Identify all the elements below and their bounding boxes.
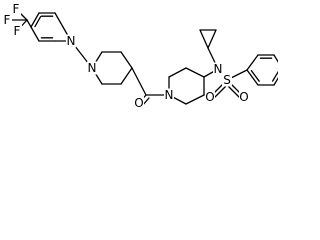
carbonyl-oxygen-label: O (134, 96, 143, 110)
pyridine-nitrogen-label: N (67, 34, 76, 48)
fluorine-label: F (14, 24, 21, 38)
sulfonamide-nitrogen-label: N (214, 62, 223, 76)
single-bond (246, 69, 259, 86)
single-bond (30, 26, 40, 42)
atom-label-background (2, 13, 12, 27)
single-bond (273, 54, 278, 63)
single-bond (131, 67, 147, 96)
single-bond (207, 29, 217, 49)
single-bond (26, 19, 32, 28)
single-bond (120, 67, 133, 85)
atom-label-background (66, 34, 76, 48)
piperidine-nitrogen-label: N (88, 61, 97, 75)
fluorine-label: F (13, 2, 20, 16)
double-bond-inner (250, 70, 260, 82)
double-bond-inner (34, 16, 42, 28)
sulfonyl-oxygen-label: O (205, 90, 214, 104)
bond-lines (6, 8, 278, 107)
single-bond (199, 29, 209, 49)
single-bond (168, 67, 187, 78)
single-bond (246, 54, 259, 71)
single-bond (54, 12, 64, 28)
atom-label-background (239, 90, 249, 104)
single-bond (273, 77, 278, 86)
piperidine-nitrogen-label: N (165, 88, 174, 102)
atom-label-background (11, 2, 21, 16)
sulfonyl-oxygen-label: O (239, 90, 248, 104)
atom-label-background (134, 96, 144, 110)
atom-label-background (222, 73, 232, 87)
single-bond (185, 67, 205, 78)
atom-label-background (164, 88, 174, 102)
atom-label-background (12, 24, 22, 38)
fluorine-label: F (4, 13, 11, 27)
atom-label-background (205, 90, 215, 104)
atom-label-background (213, 62, 223, 76)
atom-label-background (87, 61, 97, 75)
double-bond-inner (271, 70, 278, 82)
sulfur-label: S (223, 73, 231, 87)
single-bond (185, 94, 205, 105)
single-bond (120, 51, 133, 69)
single-bond (30, 12, 40, 28)
